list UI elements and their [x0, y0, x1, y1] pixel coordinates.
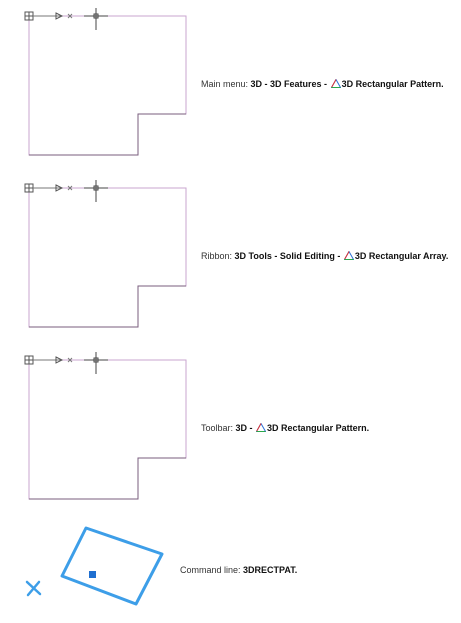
viewport-panel-toolbar: [22, 352, 192, 504]
viewport-panel-ribbon: [22, 180, 192, 332]
caption-prefix: Toolbar:: [201, 423, 236, 433]
ucs-icon: [24, 355, 34, 365]
rectangle-pattern-icon: [60, 526, 164, 606]
ucs-icon: [24, 11, 34, 21]
axis-cross-icon: [25, 580, 42, 597]
caption-prefix: Ribbon:: [201, 251, 235, 261]
crosshair-cursor-icon: [84, 352, 108, 374]
pattern-triangle-icon: [343, 251, 354, 260]
ucs-icon: [24, 183, 34, 193]
axis-arrow-icon: [33, 184, 73, 192]
caption-command: 3D Rectangular Array.: [354, 251, 449, 261]
caption-prefix: Command line:: [180, 565, 244, 575]
caption-path: 3D - 3D Features -: [250, 79, 330, 89]
axis-arrow-icon: [33, 356, 73, 364]
caption-ribbon: Ribbon: 3D Tools - Solid Editing - 3D Re…: [201, 251, 448, 261]
caption-path: 3D -: [235, 423, 256, 433]
caption-prefix: Main menu:: [201, 79, 251, 89]
command-line-illustration: [22, 522, 172, 612]
caption-command-line: Command line: 3DRECTPAT.: [180, 565, 297, 575]
caption-command: 3D Rectangular Pattern.: [341, 79, 444, 89]
pattern-triangle-icon: [330, 79, 341, 88]
caption-toolbar: Toolbar: 3D - 3D Rectangular Pattern.: [201, 423, 369, 433]
axis-arrow-icon: [33, 12, 73, 20]
crosshair-cursor-icon: [84, 8, 108, 30]
caption-path: 3D Tools - Solid Editing -: [234, 251, 343, 261]
crosshair-cursor-icon: [84, 180, 108, 202]
caption-main-menu: Main menu: 3D - 3D Features - 3D Rectang…: [201, 79, 444, 89]
pattern-triangle-icon: [256, 423, 267, 432]
viewport-panel-main-menu: [22, 8, 192, 160]
caption-command: 3D Rectangular Pattern.: [267, 423, 370, 433]
caption-command: 3DRECTPAT.: [243, 565, 298, 575]
